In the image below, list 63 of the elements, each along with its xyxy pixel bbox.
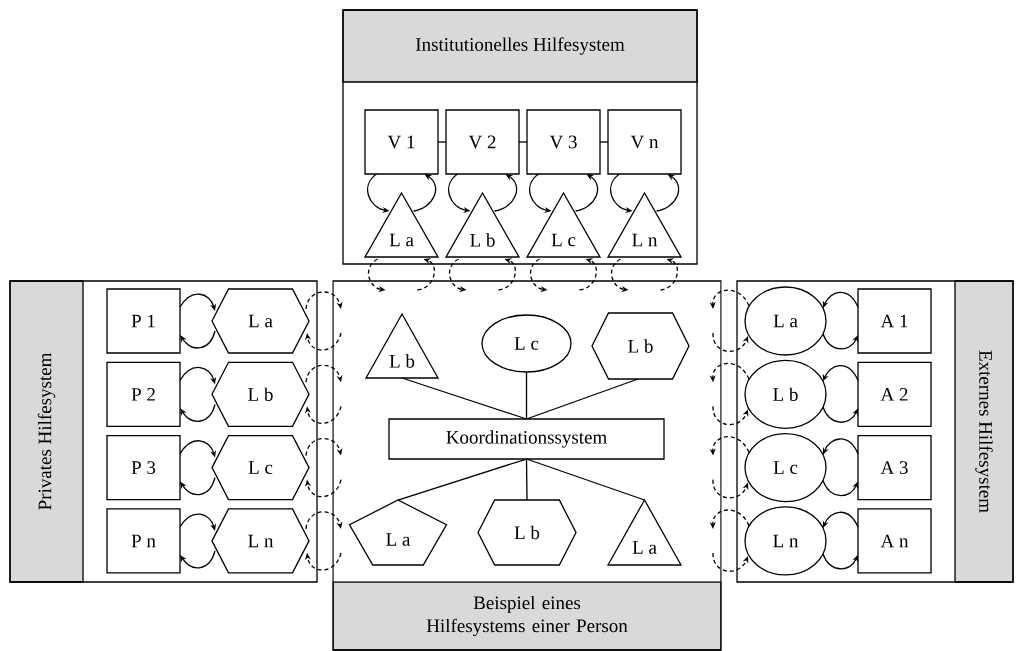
hexagon: L b bbox=[211, 361, 310, 427]
connector-line bbox=[401, 377, 528, 420]
arrow bbox=[822, 553, 858, 570]
hexagon: L n bbox=[211, 508, 310, 574]
arrow bbox=[578, 258, 597, 291]
arrow bbox=[822, 438, 859, 455]
connector-line bbox=[525, 458, 528, 501]
box: Koordinationssystem bbox=[388, 418, 665, 460]
hexagon: L b bbox=[591, 312, 690, 380]
box: P 2 bbox=[106, 361, 181, 427]
box: V 1 bbox=[364, 109, 439, 175]
arrow bbox=[712, 405, 749, 426]
arrow bbox=[179, 293, 217, 311]
arrow bbox=[822, 406, 858, 423]
arrow bbox=[822, 511, 859, 528]
box: V 3 bbox=[526, 109, 601, 175]
arrow bbox=[497, 258, 516, 291]
arrow bbox=[180, 476, 216, 496]
box: A n bbox=[857, 508, 932, 574]
arrow bbox=[180, 330, 216, 349]
box: A 3 bbox=[857, 434, 932, 501]
arrow bbox=[574, 174, 599, 212]
arrow bbox=[712, 552, 749, 572]
arrow bbox=[304, 332, 342, 351]
arrow bbox=[822, 291, 859, 308]
box: P 1 bbox=[106, 288, 181, 354]
arrow bbox=[712, 478, 749, 499]
arrow bbox=[493, 174, 518, 212]
box: P n bbox=[106, 508, 181, 574]
arrow bbox=[412, 174, 437, 212]
arrow bbox=[712, 332, 749, 352]
panel-heading: Institutionelles Hilfesystem bbox=[415, 37, 625, 55]
arrow bbox=[179, 513, 217, 531]
connector-line bbox=[437, 141, 447, 143]
box: V n bbox=[607, 109, 682, 175]
hexagon: L c bbox=[211, 434, 310, 501]
connector-line bbox=[599, 141, 609, 143]
pentagon: L a bbox=[348, 499, 448, 566]
arrow bbox=[180, 550, 216, 569]
arrow bbox=[822, 333, 858, 350]
panel-heading: Beispiel eines Hilfesystems einer Person bbox=[426, 595, 628, 637]
box: A 2 bbox=[857, 361, 932, 427]
hexagon: L b bbox=[477, 499, 577, 566]
connector-line bbox=[397, 458, 528, 501]
connector-line bbox=[525, 458, 646, 501]
arrow bbox=[305, 511, 343, 530]
hexagon: L a bbox=[211, 288, 310, 354]
box: P 3 bbox=[106, 434, 181, 501]
arrow bbox=[655, 174, 680, 212]
arrow bbox=[304, 478, 342, 498]
arrow bbox=[180, 403, 216, 422]
arrow bbox=[822, 479, 858, 497]
connector-line bbox=[525, 378, 639, 420]
arrow bbox=[659, 258, 678, 291]
panel-heading: Externes Hilfesystem bbox=[975, 350, 993, 513]
box: V 2 bbox=[445, 109, 520, 175]
connector-line bbox=[518, 141, 528, 143]
panel-heading: Privates Hilfesystem bbox=[37, 352, 56, 510]
arrow bbox=[416, 258, 435, 291]
arrow bbox=[304, 405, 342, 424]
arrow bbox=[304, 552, 342, 571]
connector-line bbox=[525, 371, 528, 420]
box: A 1 bbox=[857, 288, 932, 354]
